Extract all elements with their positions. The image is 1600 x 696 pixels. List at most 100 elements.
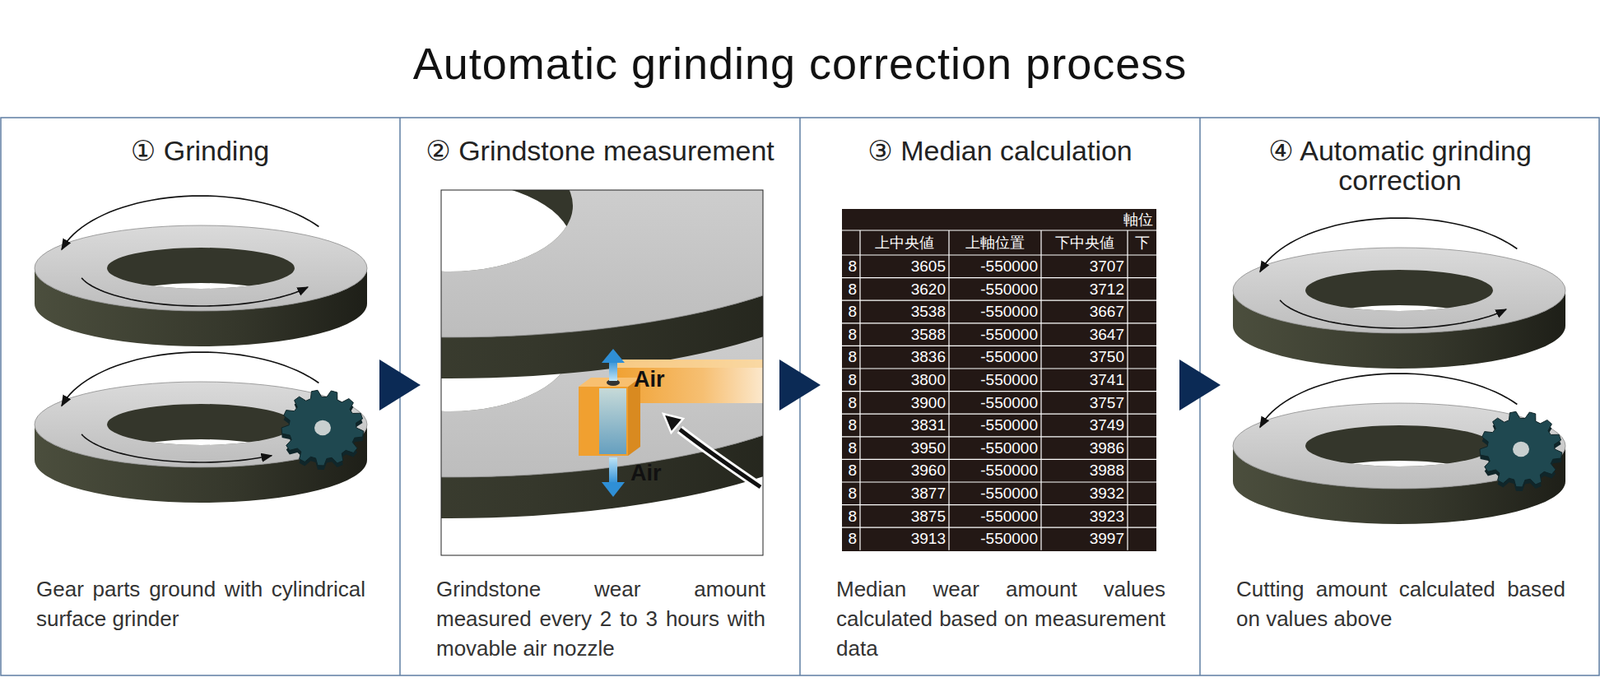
gear: [1479, 411, 1563, 488]
gear-bore: [1512, 441, 1530, 457]
table-cell: -550000: [948, 345, 1042, 369]
table-rule: [841, 481, 1157, 483]
table-cell: 3950: [860, 437, 949, 461]
table-cell: -550000: [948, 278, 1042, 302]
rotation-arrow: [61, 352, 319, 406]
step-heading: ② Grindstone measurement: [400, 135, 800, 166]
table-cell: 3960: [860, 459, 949, 483]
table-rule: [1126, 230, 1128, 551]
table-cell: 8: [841, 437, 861, 461]
column-header: 下中央値: [1041, 230, 1128, 256]
table-rule: [841, 413, 1157, 415]
table-rule: [841, 322, 1157, 324]
table-cell: -550000: [948, 255, 1042, 279]
step-heading: ③ Median calculation: [800, 135, 1200, 166]
table-cell: -550000: [948, 505, 1042, 529]
grindstone-face: [34, 381, 368, 468]
rotation-arrow: [81, 434, 272, 463]
table-cell: -550000: [948, 413, 1042, 438]
bore-opening: [106, 439, 295, 481]
table-cell: 3877: [860, 482, 949, 506]
table-rule: [841, 504, 1157, 506]
step-description: Grindstone wear amount measured every 2 …: [436, 574, 766, 664]
air-nozzle: [578, 348, 763, 498]
table-cell: -550000: [948, 482, 1042, 506]
step-description: Cutting amount calculated based on value…: [1236, 574, 1566, 634]
table-cell: 8: [841, 278, 861, 302]
grindstone-bore: [106, 247, 295, 289]
table-cell: 8: [841, 368, 861, 392]
table-cell: -550000: [948, 368, 1042, 392]
table-rule: [841, 300, 1157, 302]
table-cell: 3875: [860, 505, 949, 529]
table-cell: 3667: [1041, 300, 1128, 324]
grindstone-bore: [1305, 425, 1494, 467]
table-cell: 8: [841, 300, 861, 324]
rotation-arrow: [81, 278, 308, 307]
table-cell: 3913: [860, 527, 949, 551]
air-flow-up-head: [601, 348, 625, 363]
motion-arrow: [679, 429, 761, 488]
step-heading: ④ Automatic grinding correction: [1200, 135, 1600, 196]
table-cell: 3647: [1041, 323, 1128, 347]
grindstone-face: [1232, 247, 1566, 334]
closeup-grindstones: [441, 190, 763, 519]
gear: [281, 390, 364, 466]
table-cell: 8: [841, 482, 861, 506]
table-ground: [841, 209, 1157, 552]
table-cell: 8: [841, 413, 861, 438]
column-header: 下: [1127, 230, 1157, 256]
step-heading: ① Grinding: [0, 135, 400, 166]
step-description: Gear parts ground with cylindrical surfa…: [36, 574, 366, 634]
table-cell: 3741: [1041, 368, 1128, 392]
table-cell: 8: [841, 527, 861, 551]
table-cell: 3749: [1041, 413, 1128, 438]
table-rule: [1040, 230, 1042, 551]
air-flow-up: [609, 360, 618, 382]
flow-arrow: [779, 359, 821, 411]
grindstone-bore: [1305, 269, 1494, 312]
table-cell: 3900: [860, 391, 949, 415]
table-cell: -550000: [948, 459, 1042, 483]
table-cell: 3750: [1041, 345, 1128, 369]
air-flow-down-head: [601, 482, 625, 498]
table-cell: 8: [841, 345, 861, 369]
air-flow-down: [609, 457, 618, 484]
bore-opening: [1305, 305, 1494, 347]
table-rule: [841, 277, 1157, 279]
table-cell: 3620: [860, 278, 949, 302]
table-grid: [841, 230, 1157, 551]
table-rule: [841, 367, 1157, 369]
step-panel: ① GrindingGear parts ground with cylindr…: [0, 117, 400, 676]
rotation-arrow: [1279, 300, 1507, 329]
table-cell: 3988: [1041, 459, 1128, 483]
table-cell: 8: [841, 255, 861, 279]
grindstone-face: [34, 225, 368, 312]
nozzle-head: [578, 386, 628, 456]
table-rule: [841, 527, 1157, 529]
step-panel: ② Grindstone measurementGrindstone wear …: [400, 117, 800, 676]
column-header: 上中央値: [860, 230, 949, 256]
table-cell: -550000: [948, 437, 1042, 461]
table-cell: 3997: [1041, 527, 1128, 551]
diagram-title: Automatic grinding correction process: [0, 37, 1600, 89]
table-rule: [841, 345, 1157, 347]
grindstone-face: [1232, 403, 1566, 489]
bore-opening: [441, 190, 573, 313]
table-title: 軸位: [1041, 209, 1157, 231]
bore-opening: [106, 283, 295, 325]
air-channel: [599, 388, 627, 455]
table-cell: 3836: [860, 345, 949, 369]
step-description: Median wear amount values calculated bas…: [836, 574, 1166, 664]
table-cell: 3923: [1041, 505, 1128, 529]
flow-arrow: [1179, 359, 1221, 411]
grindstone: [441, 190, 763, 379]
table-cell: 3588: [860, 323, 949, 347]
gear-bore: [314, 420, 331, 436]
table-cell: 3605: [860, 255, 949, 279]
grindstone-bore: [106, 404, 295, 446]
rotation-arrow: [61, 195, 319, 250]
table-cell: 8: [841, 391, 861, 415]
table-rule: [841, 254, 1157, 256]
